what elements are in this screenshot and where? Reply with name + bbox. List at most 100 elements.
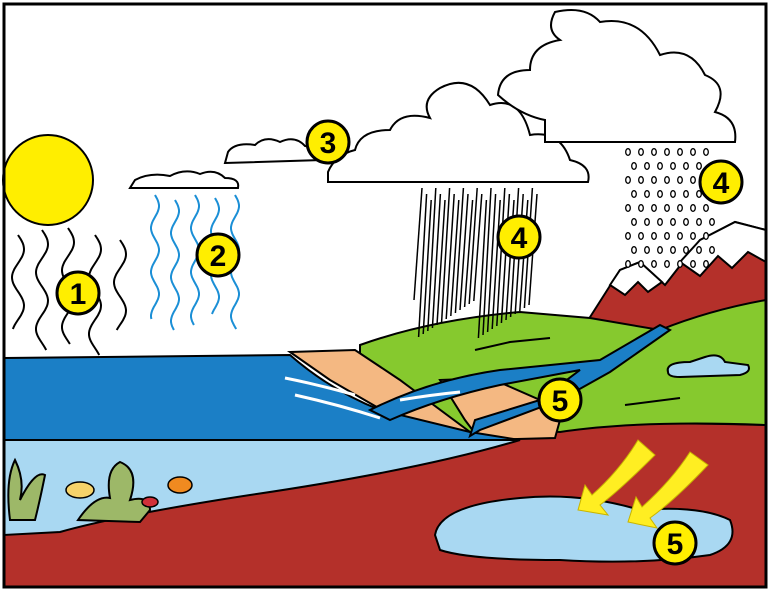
cloud-rain	[327, 81, 590, 183]
snow-drop	[664, 204, 670, 212]
snow-drop	[683, 190, 689, 198]
snow-drop	[670, 218, 676, 226]
rain-streak	[468, 187, 478, 305]
snow-drop	[670, 162, 676, 170]
snow-drop	[657, 162, 663, 170]
label-groundwater: 5	[652, 520, 698, 566]
rain-streak	[463, 199, 474, 308]
snow-drop	[638, 232, 644, 240]
snow-drop	[644, 162, 650, 170]
rain-streak	[496, 187, 506, 327]
rain-streak	[431, 193, 442, 329]
snow-drop	[625, 204, 631, 212]
vapor-line	[150, 194, 160, 320]
fish	[167, 476, 193, 494]
snow-drop	[696, 190, 702, 198]
vapor-line	[34, 229, 50, 351]
cloud-snow	[496, 9, 737, 143]
snow-drop	[638, 260, 644, 268]
snow-drop	[638, 176, 644, 184]
label-evaporation: 1	[55, 270, 101, 316]
label-circle	[537, 377, 583, 423]
snow-drop	[644, 190, 650, 198]
rain-streaks	[413, 187, 538, 339]
snow-drops	[625, 148, 715, 268]
snow-drop	[664, 148, 670, 156]
rain-streak	[417, 193, 428, 338]
rain-streak	[477, 199, 488, 339]
snow-drop	[657, 246, 663, 254]
snow-drop	[664, 260, 670, 268]
snow-drop	[651, 232, 657, 240]
label-runoff: 5	[537, 377, 583, 423]
snow-drop	[677, 204, 683, 212]
snow-drop	[670, 190, 676, 198]
snow-drop	[677, 260, 683, 268]
rain-streak	[482, 187, 492, 336]
label-circle	[652, 520, 698, 566]
mountain-snow-right	[678, 220, 767, 278]
snow-drop	[677, 232, 683, 240]
snow-drop	[690, 176, 696, 184]
snow-drop	[703, 204, 709, 212]
vapor-line	[10, 234, 26, 330]
snow-drop	[625, 232, 631, 240]
snow-drop	[683, 162, 689, 170]
rain-streak	[440, 187, 451, 323]
rain-streak	[445, 193, 455, 320]
rain-streak	[459, 193, 469, 311]
rain-streak	[486, 193, 497, 333]
snow-drop	[657, 190, 663, 198]
snow-drop	[638, 204, 644, 212]
label-number: 5	[552, 385, 569, 418]
snow-drop	[664, 232, 670, 240]
snow-drop	[651, 260, 657, 268]
infiltration-arrow	[577, 439, 656, 516]
snow-drop	[664, 176, 670, 184]
snow-drop	[677, 176, 683, 184]
grass-line	[474, 337, 551, 351]
snow-drop	[638, 148, 644, 156]
rain-streak	[413, 187, 423, 301]
vapor-line	[170, 199, 180, 331]
label-number: 5	[667, 528, 684, 561]
snow-drop	[690, 260, 696, 268]
snow-drop	[709, 218, 715, 226]
river-highlight	[284, 376, 461, 420]
rain-streak	[473, 193, 483, 302]
snow-drop	[631, 162, 637, 170]
snow-drop	[644, 218, 650, 226]
snow-drop	[651, 204, 657, 212]
grass-line	[624, 397, 681, 406]
infiltration-arrow	[627, 451, 709, 529]
label-cloud: 3	[305, 119, 351, 165]
snow-drop	[690, 204, 696, 212]
snow-drop	[677, 148, 683, 156]
snow-drop	[703, 260, 709, 268]
snow-drop	[696, 162, 702, 170]
small-lake	[666, 354, 750, 379]
vapor-line	[112, 239, 128, 331]
snow-drop	[690, 232, 696, 240]
river	[367, 323, 672, 439]
mountain-snow-left	[608, 260, 664, 297]
label-number: 3	[320, 127, 337, 160]
snow-drop	[644, 246, 650, 254]
seaweed	[7, 457, 47, 521]
snow-drop	[670, 246, 676, 254]
snow-drop	[631, 246, 637, 254]
vapor-line	[190, 194, 200, 326]
snow-drop	[703, 232, 709, 240]
snow-drop	[631, 218, 637, 226]
rain-streak	[427, 187, 437, 332]
rain-streak	[491, 199, 501, 330]
snow-drop	[625, 260, 631, 268]
label-number: 4	[713, 167, 730, 200]
snow-drop	[696, 246, 702, 254]
rain-streak	[500, 193, 511, 324]
label-snow: 4	[698, 159, 744, 205]
label-circle	[195, 232, 241, 278]
fish	[141, 496, 159, 508]
